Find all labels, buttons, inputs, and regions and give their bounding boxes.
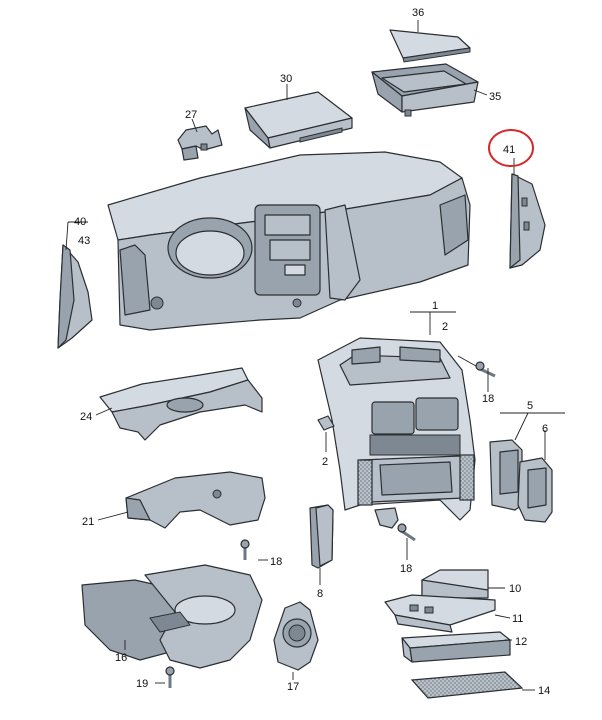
- leader-lines: [65, 20, 565, 691]
- screw-19: [165, 666, 175, 688]
- label-16: 16: [115, 652, 127, 664]
- part-1-center-console: [317, 337, 476, 529]
- label-41: 41: [503, 144, 515, 156]
- label-19: 19: [136, 678, 148, 690]
- label-17: 17: [287, 681, 299, 693]
- label-18a: 18: [482, 393, 494, 405]
- label-6: 6: [542, 423, 548, 435]
- label-14: 14: [538, 685, 550, 697]
- part-5-6-side-vent: [489, 439, 553, 523]
- clip-2b: [317, 415, 335, 431]
- part-30-top-cover: [244, 91, 353, 149]
- screw-18b: [240, 539, 250, 560]
- screw-18a: [475, 361, 496, 378]
- part-14-mat: [410, 671, 524, 699]
- label-12: 12: [515, 636, 527, 648]
- label-10: 10: [509, 583, 521, 595]
- part-10-module: [421, 569, 489, 599]
- dashboard-main-panel: [107, 151, 471, 331]
- label-2a: 2: [442, 321, 448, 333]
- label-35: 35: [489, 91, 501, 103]
- label-2b: 2: [322, 456, 328, 468]
- part-35-storage-tray: [371, 63, 479, 117]
- part-21-lower-column-trim: [125, 471, 266, 529]
- screw-18c: [397, 523, 416, 542]
- label-21: 21: [82, 516, 94, 528]
- part-27-bracket: [177, 125, 223, 161]
- part-11-bracket-plate: [384, 594, 496, 633]
- part-41-right-side-cover: [509, 173, 546, 269]
- label-18c: 18: [400, 563, 412, 575]
- label-27: 27: [185, 109, 197, 121]
- label-40: 40: [74, 216, 86, 228]
- highlight-circle: [488, 129, 534, 167]
- part-8-blank-cover: [309, 504, 334, 569]
- label-24: 24: [80, 411, 92, 423]
- part-40-43-left-side-cover: [57, 244, 93, 349]
- label-5: 5: [527, 400, 533, 412]
- label-43: 43: [78, 235, 90, 247]
- part-17-round-bezel: [273, 601, 319, 671]
- label-8: 8: [317, 588, 323, 600]
- part-16-lower-panel: [81, 564, 263, 669]
- part-24-upper-column-trim: [99, 367, 263, 441]
- label-1: 1: [432, 300, 438, 312]
- label-11: 11: [512, 613, 523, 625]
- label-18b: 18: [270, 556, 282, 568]
- label-36: 36: [412, 7, 424, 19]
- part-12-tray: [401, 631, 511, 663]
- part-36-lid: [389, 29, 471, 63]
- label-30: 30: [280, 73, 292, 85]
